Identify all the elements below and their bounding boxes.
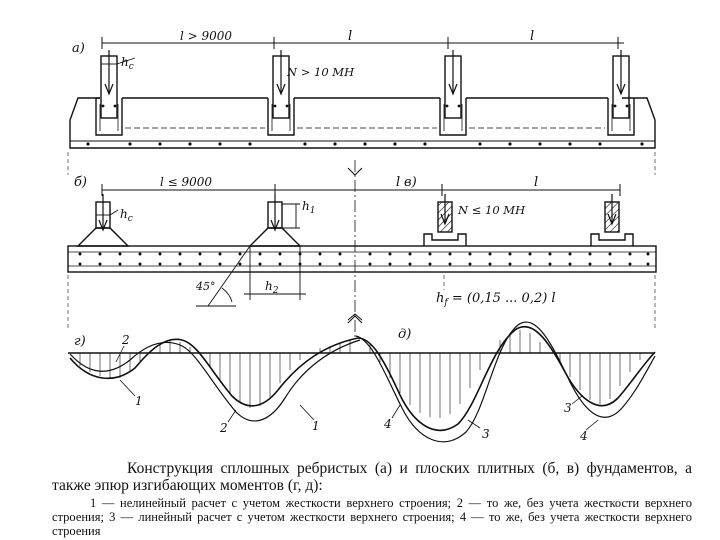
panel-b-rebar-dots (78, 252, 650, 266)
panel-b-h1-label: h1 (302, 199, 315, 216)
curve-label-g-2: 2 (121, 333, 130, 347)
panel-a-label: а) (72, 41, 85, 56)
panel-b-span-1: l ≤ 9000 (160, 175, 212, 189)
panel-b-h2-label: h2 (265, 279, 279, 296)
panel-a-span-1: l > 9000 (180, 29, 232, 43)
curve-label-g-3: 2 (219, 421, 228, 435)
panel-g-d-moment-diagrams (68, 313, 656, 443)
panel-a-column-dim: hc (121, 55, 134, 72)
panel-d-label: д) (398, 327, 411, 342)
panel-v-span-2: l (534, 175, 538, 190)
panel-a-ribbed-foundation (67, 37, 656, 175)
panel-b-label: б) (74, 175, 87, 190)
panel-a-span-2: l (348, 29, 352, 44)
panel-a-span-3: l (530, 29, 534, 44)
caption-legend-block: 1 — нелинейный расчет с учетом жесткости… (52, 496, 692, 538)
curve-label-d-2: 3 (482, 427, 490, 441)
panel-b-angle-label: 45° (195, 280, 216, 293)
panel-v-hf-formula: hf = (0,15 ... 0,2) l (436, 291, 556, 308)
curve-label-d-3: 3 (564, 401, 572, 415)
figure-caption: Конструкция сплошных ребристых (а) и пло… (52, 460, 692, 538)
curve-label-g-4: 1 (312, 419, 320, 433)
panel-b-v-flat-slab (67, 160, 657, 340)
panel-a-rebar-dots (86, 104, 644, 146)
caption-title: Конструкция сплошных ребристых (а) и пло… (52, 460, 692, 494)
curve-label-d-4: 4 (579, 429, 588, 443)
caption-legend: 1 — нелинейный расчет с учетом жесткости… (52, 496, 692, 538)
caption-title-block: Конструкция сплошных ребристых (а) и пло… (52, 460, 692, 494)
foundation-diagram: а) l > 9000 l l N > 10 МН hc (67, 29, 657, 443)
curve-label-d-1: 4 (383, 417, 392, 431)
curve-label-g-1: 1 (135, 394, 143, 408)
panel-v-load: N ≤ 10 МН (457, 203, 526, 217)
panel-v-span-1: l (396, 175, 400, 190)
panel-g-label: г) (74, 334, 86, 349)
panel-a-load: N > 10 МН (286, 65, 355, 79)
panel-v-label: в) (404, 175, 417, 190)
panel-b-column-dim: hc (120, 207, 133, 224)
